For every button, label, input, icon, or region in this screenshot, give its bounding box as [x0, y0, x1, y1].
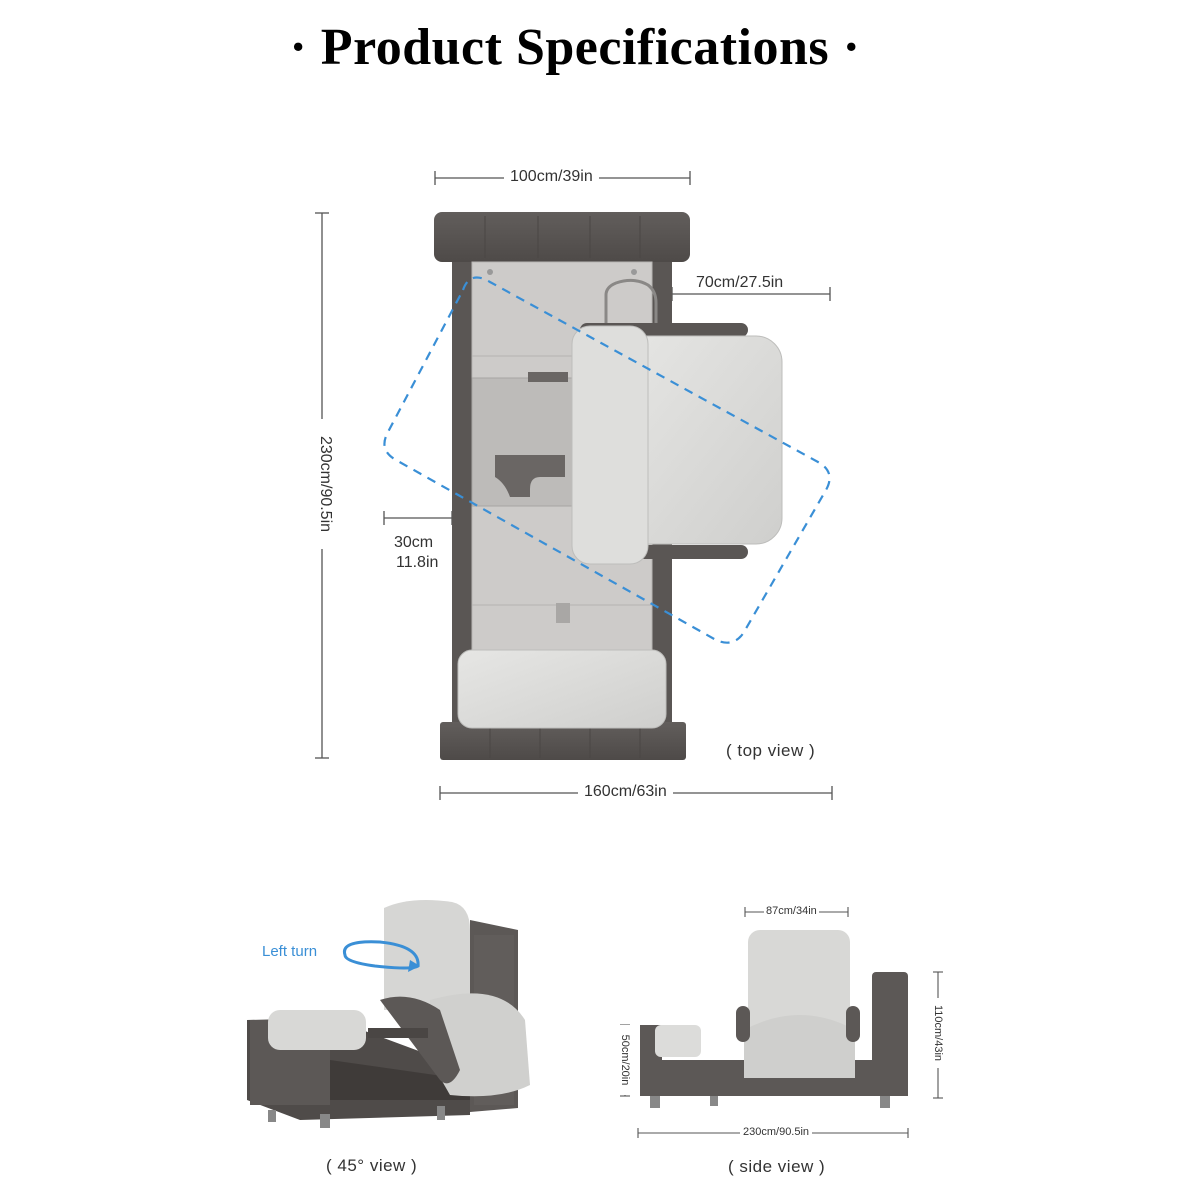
page-title: · Product Specifications ·: [289, 19, 861, 76]
angle-armrest: [380, 996, 460, 1084]
side-foot-cushion: [655, 1025, 701, 1057]
label-left-turn: Left turn: [262, 943, 318, 960]
angle-foot-cushion: [268, 1010, 366, 1050]
label-length: 230cm/90.5in: [316, 419, 334, 549]
label-top-width: 100cm/39in: [504, 168, 599, 186]
footboard: [440, 722, 686, 760]
label-armrest-width: 70cm/27.5in: [692, 274, 788, 292]
caption-side-view: ( side view ): [728, 1157, 826, 1176]
label-gap-in: 11.8in: [396, 554, 439, 572]
backrest: [571, 325, 649, 565]
side-back-panel: [872, 972, 908, 1096]
headboard: [434, 212, 690, 262]
caption-45-view: ( 45° view ): [326, 1156, 418, 1175]
angle-view-drawing: [247, 900, 530, 1128]
label-back-height: 110cm/43in: [932, 998, 944, 1068]
label-seat-width: 87cm/34in: [764, 905, 819, 917]
foot-cushion: [457, 649, 667, 729]
label-side-length: 230cm/90.5in: [740, 1126, 813, 1138]
side-seat: [744, 1015, 855, 1078]
top-view-drawing: [383, 212, 831, 760]
label-total-width: 160cm/63in: [578, 783, 673, 801]
angle-backrest: [384, 900, 470, 1010]
caption-top-view: ( top view ): [726, 741, 816, 760]
label-seat-height: 50cm/20in: [619, 1025, 631, 1095]
label-gap-cm: 30cm: [394, 534, 434, 552]
rotation-path: [383, 276, 831, 644]
side-view-drawing: [620, 907, 943, 1138]
